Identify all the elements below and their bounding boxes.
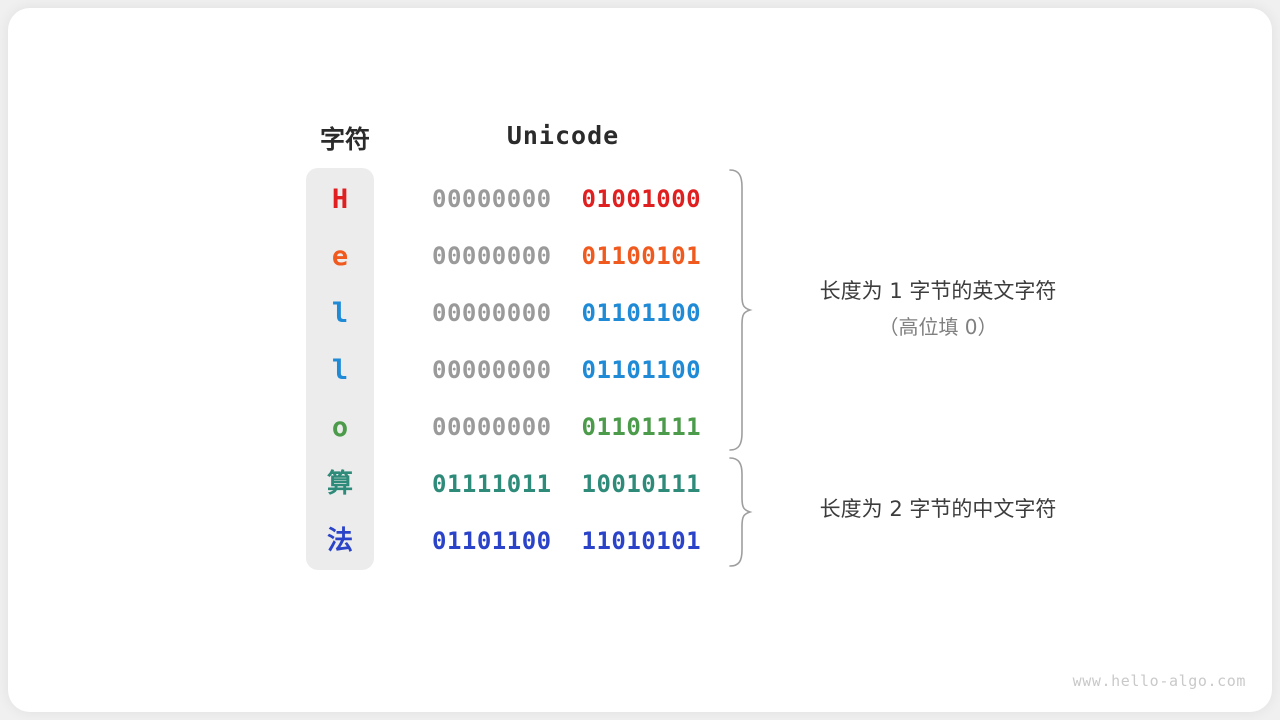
character-column-background [306,168,374,570]
table-row: e 00000000 01100101 [306,228,726,285]
table-row: 算 01111011 10010111 [306,456,726,513]
row-high-byte: 00000000 [432,185,552,213]
row-low-byte: 01101100 [581,299,702,327]
row-character: 算 [326,469,353,499]
brace-english-chars [729,169,753,451]
row-character: e [331,241,349,272]
row-unicode-bits: 00000000 01100101 [432,228,701,285]
row-unicode-bits: 00000000 01001000 [432,171,701,228]
byte-separator [552,527,582,555]
annotation-chinese-text: 长度为 2 字节的中文字符 [819,497,1057,521]
row-unicode-bits: 01111011 10010111 [432,456,701,513]
row-unicode-bits: 00000000 01101100 [432,342,701,399]
row-character: o [331,412,349,443]
byte-separator [552,470,582,498]
row-character: H [331,184,349,215]
unicode-encoding-figure: 字符 Unicode H 00000000 01001000 e 00000000 0… [8,8,1272,712]
row-high-byte: 00000000 [432,242,552,270]
column-header-unicode: Unicode [506,121,620,150]
byte-separator [552,185,582,213]
row-unicode-bits: 00000000 01101100 [432,285,701,342]
row-character: l [331,355,349,386]
row-high-byte: 01111011 [432,470,552,498]
row-low-byte: 01101111 [581,413,702,441]
table-row: o 00000000 01101111 [306,399,726,456]
column-header-character: 字符 [319,126,370,154]
table-row: l 00000000 01101100 [306,342,726,399]
row-low-byte: 11010101 [581,527,702,555]
row-high-byte: 01101100 [432,527,552,555]
annotation-english-subtext: （高位填 0） [878,315,998,339]
row-unicode-bits: 00000000 01101111 [432,399,701,456]
figure-card: 字符 Unicode H 00000000 01001000 e 00000000 0… [8,8,1272,712]
byte-separator [552,299,582,327]
annotation-english-chars: 长度为 1 字节的英文字符 （高位填 0） [758,273,1118,345]
row-low-byte: 01100101 [581,242,702,270]
byte-separator [552,356,582,384]
row-unicode-bits: 01101100 11010101 [432,513,701,570]
annotation-english-text: 长度为 1 字节的英文字符 [819,279,1057,303]
row-high-byte: 00000000 [432,299,552,327]
brace-chinese-chars [729,457,753,567]
table-row: H 00000000 01001000 [306,171,726,228]
row-low-byte: 01101100 [581,356,702,384]
annotation-chinese-chars: 长度为 2 字节的中文字符 [758,493,1118,525]
row-character: l [331,298,349,329]
table-row: l 00000000 01101100 [306,285,726,342]
byte-separator [552,413,582,441]
row-high-byte: 00000000 [432,413,552,441]
byte-separator [552,242,582,270]
row-low-byte: 01001000 [581,185,702,213]
watermark: www.hello-algo.com [1072,672,1246,690]
row-low-byte: 10010111 [581,470,702,498]
table-row: 法 01101100 11010101 [306,513,726,570]
row-character: 法 [326,526,353,556]
row-high-byte: 00000000 [432,356,552,384]
